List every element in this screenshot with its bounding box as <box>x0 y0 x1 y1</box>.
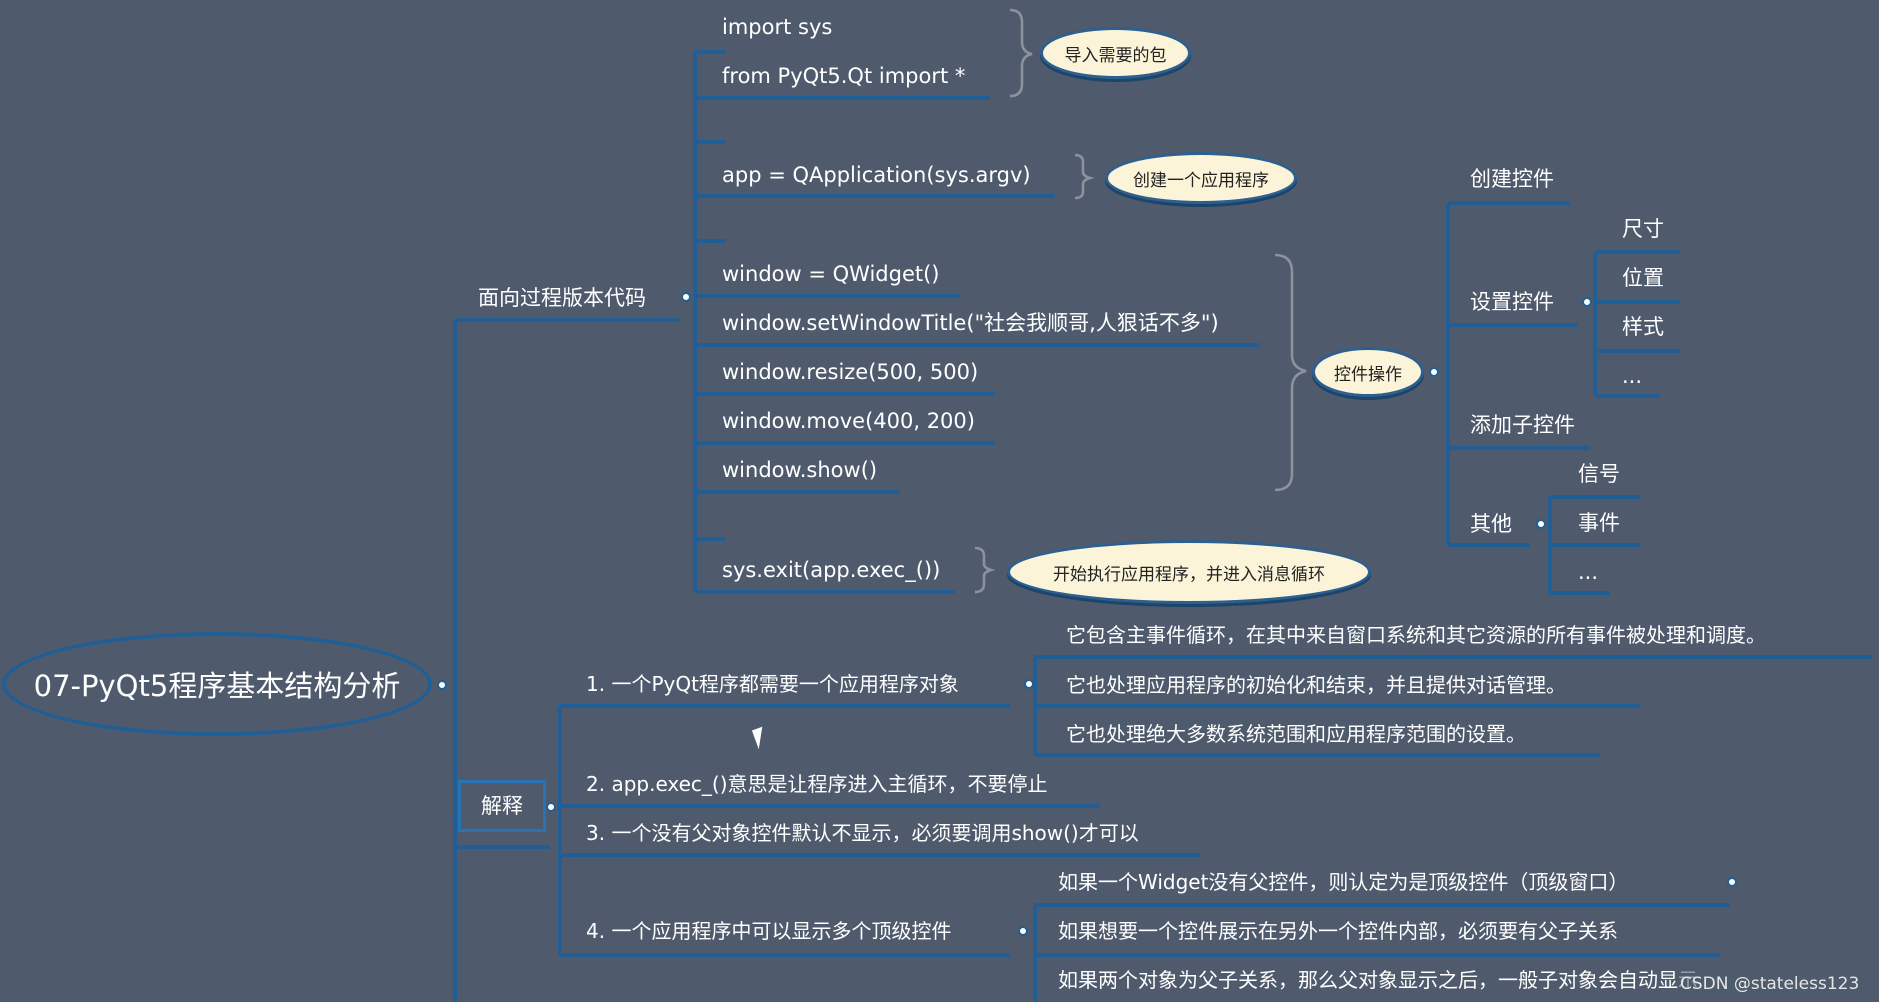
code-line[interactable]: window.move(400, 200) <box>722 409 975 433</box>
branch-explain-label: 解释 <box>481 794 523 818</box>
other-item[interactable]: ... <box>1578 560 1599 584</box>
code-line[interactable]: from PyQt5.Qt import * <box>722 64 966 88</box>
brace-window <box>1274 253 1307 492</box>
code-line[interactable]: import sys <box>722 15 833 39</box>
explain1-detail[interactable]: 它包含主事件循环，在其中来自窗口系统和其它资源的所有事件被处理和调度。 <box>1066 623 1766 647</box>
note-exec-loop[interactable]: 开始执行应用程序，并进入消息循环 <box>1010 543 1368 601</box>
watermark: CSDN @stateless123 <box>1678 971 1862 997</box>
ops-settings[interactable]: 设置控件 <box>1470 290 1554 314</box>
note-import-packages[interactable]: 导入需要的包 <box>1043 30 1188 76</box>
explain-collapse-dot[interactable] <box>546 802 556 812</box>
brace-exit <box>974 546 996 594</box>
branch-procedural[interactable]: 面向过程版本代码 <box>478 286 646 310</box>
brace-import <box>1009 8 1033 98</box>
code-line[interactable]: window.show() <box>722 458 878 482</box>
code-line[interactable]: sys.exit(app.exec_()) <box>722 558 941 582</box>
explain4-detail[interactable]: 如果一个Widget没有父控件，则认定为是顶级控件（顶级窗口） <box>1058 870 1629 894</box>
root-node[interactable]: 07-PyQt5程序基本结构分析 <box>2 632 432 736</box>
other-item[interactable]: 事件 <box>1578 511 1620 535</box>
root-collapse-dot[interactable] <box>437 680 447 690</box>
note-create-app[interactable]: 创建一个应用程序 <box>1108 155 1294 201</box>
settings-collapse-dot[interactable] <box>1582 297 1592 307</box>
code-line[interactable]: window = QWidget() <box>722 262 940 286</box>
ops-create[interactable]: 创建控件 <box>1470 167 1554 191</box>
branch-explain[interactable]: 解释 <box>458 780 546 832</box>
explain-item[interactable]: 3. 一个没有父对象控件默认不显示，必须要调用show()才可以 <box>586 821 1139 845</box>
ops-other[interactable]: 其他 <box>1470 512 1512 536</box>
other-collapse-dot[interactable] <box>1536 519 1546 529</box>
settings-item[interactable]: 样式 <box>1622 315 1664 339</box>
widget-ops-collapse-dot[interactable] <box>1429 367 1439 377</box>
explain1-detail[interactable]: 它也处理绝大多数系统范围和应用程序范围的设置。 <box>1066 722 1526 746</box>
code-line[interactable]: window.setWindowTitle("社会我顺哥,人狠话不多") <box>722 311 1219 335</box>
explain4-detail-dot[interactable] <box>1727 877 1737 887</box>
note-widget-ops[interactable]: 控件操作 <box>1315 350 1421 394</box>
other-item[interactable]: 信号 <box>1578 462 1620 486</box>
code-line[interactable]: app = QApplication(sys.argv) <box>722 163 1031 187</box>
explain4-detail[interactable]: 如果两个对象为父子关系，那么父对象显示之后，一般子对象会自动显示 <box>1058 968 1698 992</box>
brace-app <box>1074 153 1095 200</box>
settings-item[interactable]: ... <box>1622 364 1643 388</box>
explain4-collapse-dot[interactable] <box>1018 926 1028 936</box>
settings-item[interactable]: 位置 <box>1622 266 1664 290</box>
explain1-collapse-dot[interactable] <box>1024 679 1034 689</box>
ops-add-child[interactable]: 添加子控件 <box>1470 413 1575 437</box>
explain1-detail[interactable]: 它也处理应用程序的初始化和结束，并且提供对话管理。 <box>1066 673 1566 697</box>
explain-item[interactable]: 1. 一个PyQt程序都需要一个应用程序对象 <box>586 672 959 696</box>
root-title: 07-PyQt5程序基本结构分析 <box>33 669 401 703</box>
settings-item[interactable]: 尺寸 <box>1622 217 1664 241</box>
explain-item[interactable]: 4. 一个应用程序中可以显示多个顶级控件 <box>586 919 952 943</box>
code-line[interactable]: window.resize(500, 500) <box>722 360 979 384</box>
procedural-collapse-dot[interactable] <box>681 292 691 302</box>
explain4-detail[interactable]: 如果想要一个控件展示在另外一个控件内部，必须要有父子关系 <box>1058 919 1618 943</box>
explain-item[interactable]: 2. app.exec_()意思是让程序进入主循环，不要停止 <box>586 772 1048 796</box>
